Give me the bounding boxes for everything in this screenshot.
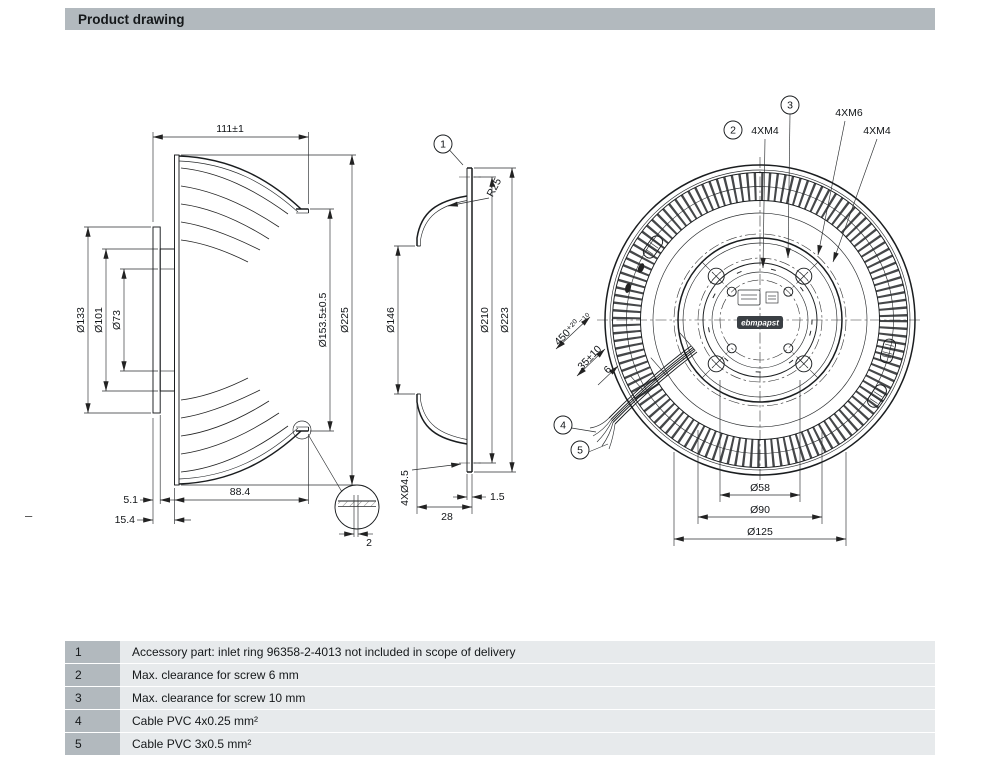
rating-label — [737, 289, 761, 306]
impeller-outer-circle — [604, 164, 916, 476]
note-text: Max. clearance for screw 6 mm — [120, 664, 935, 686]
dim-depth: 28 — [441, 511, 453, 523]
note-text: Cable PVC 3x0.5 mm² — [120, 733, 935, 755]
dim-d133: Ø133 — [75, 307, 87, 333]
dim-d210: Ø210 — [479, 307, 491, 333]
callout-1 — [433, 134, 453, 154]
clip-weight-dot — [637, 263, 645, 273]
callout-5 — [570, 440, 590, 460]
dim-d101: Ø101 — [93, 307, 105, 333]
detail-circle: 2 — [292, 420, 380, 549]
dim-b884: 88.4 — [230, 486, 251, 498]
table-row: 1 Accessory part: inlet ring 96358-2-401… — [65, 641, 935, 663]
callout-5-label: 5 — [577, 445, 583, 457]
callout-2 — [723, 120, 743, 140]
impeller-backplate — [174, 154, 180, 486]
dim-detail-gap: 2 — [366, 537, 372, 549]
label-4xm4-left: 4XM4 — [751, 125, 779, 137]
table-row: 2 Max. clearance for screw 6 mm — [65, 664, 935, 686]
dim-cable-length: 450⁺²⁰₋₁₀ — [552, 308, 591, 348]
note-number: 5 — [65, 733, 120, 755]
small-label — [765, 291, 779, 304]
note-number: 3 — [65, 687, 120, 709]
cable-bundle — [555, 316, 698, 450]
margin-artifact: – — [25, 508, 33, 523]
dim-d1535: Ø153.5±0.5 — [317, 292, 329, 347]
brand-logo-text: ebmpapst — [741, 319, 779, 328]
note-number: 2 — [65, 664, 120, 686]
front-view: ebmpapst 2 4XM4 3 4XM6 4XM4 — [552, 95, 923, 546]
callout-4-label: 4 — [560, 420, 566, 432]
dim-d225: Ø225 — [339, 307, 351, 333]
mounting-screws — [701, 261, 819, 379]
callout-4 — [553, 415, 573, 435]
dim-d73: Ø73 — [111, 310, 123, 330]
label-4xm6: 4XM6 — [835, 107, 863, 119]
inlet-ring-view: 1 R25 Ø146 Ø210 Ø223 4XØ4.5 — [385, 134, 516, 523]
balance-weight — [879, 338, 897, 364]
notes-table: 1 Accessory part: inlet ring 96358-2-401… — [65, 641, 935, 756]
dim-flange-thk: 1.5 — [490, 491, 505, 503]
label-4xm4-right: 4XM4 — [863, 125, 891, 137]
motor-flange-plate — [152, 226, 161, 414]
note-text: Accessory part: inlet ring 96358-2-4013 … — [120, 641, 935, 663]
brand-badge — [737, 316, 783, 329]
note-number: 1 — [65, 641, 120, 663]
dim-width: 111±1 — [216, 123, 244, 135]
impeller-blades-side — [180, 167, 289, 473]
clip-weight-dot — [625, 283, 631, 293]
table-row: 5 Cable PVC 3x0.5 mm² — [65, 733, 935, 755]
dim-d125: Ø125 — [747, 526, 773, 538]
rotor-circle — [702, 262, 818, 378]
dim-holes: 4XØ4.5 — [399, 470, 411, 506]
note-text: Max. clearance for screw 10 mm — [120, 687, 935, 709]
callout-2-label: 2 — [730, 125, 736, 137]
dim-d146: Ø146 — [385, 307, 397, 333]
page-title: Product drawing — [78, 11, 185, 27]
side-view: 111±1 Ø133 Ø101 Ø73 Ø153.5±0.5 — [75, 123, 380, 549]
dim-b154: 15.4 — [115, 514, 136, 526]
dim-r25: R25 — [485, 176, 505, 199]
note-number: 4 — [65, 710, 120, 732]
balance-weight — [867, 384, 887, 408]
balance-weight — [642, 235, 664, 259]
callout-3-label: 3 — [787, 100, 793, 112]
mounting-holes — [726, 286, 794, 354]
table-row: 3 Max. clearance for screw 10 mm — [65, 687, 935, 709]
motor-outer-circle — [677, 237, 843, 403]
page-title-bar: Product drawing — [65, 8, 935, 30]
motor-body — [159, 248, 175, 392]
callout-1-label: 1 — [440, 139, 446, 151]
dim-d58: Ø58 — [750, 482, 770, 494]
dim-strip-length: 35±10 — [575, 343, 604, 372]
table-row: 4 Cable PVC 4x0.25 mm² — [65, 710, 935, 732]
dim-d223: Ø223 — [499, 307, 511, 333]
dim-b51: 5.1 — [123, 494, 138, 506]
note-text: Cable PVC 4x0.25 mm² — [120, 710, 935, 732]
dim-d90: Ø90 — [750, 504, 770, 516]
